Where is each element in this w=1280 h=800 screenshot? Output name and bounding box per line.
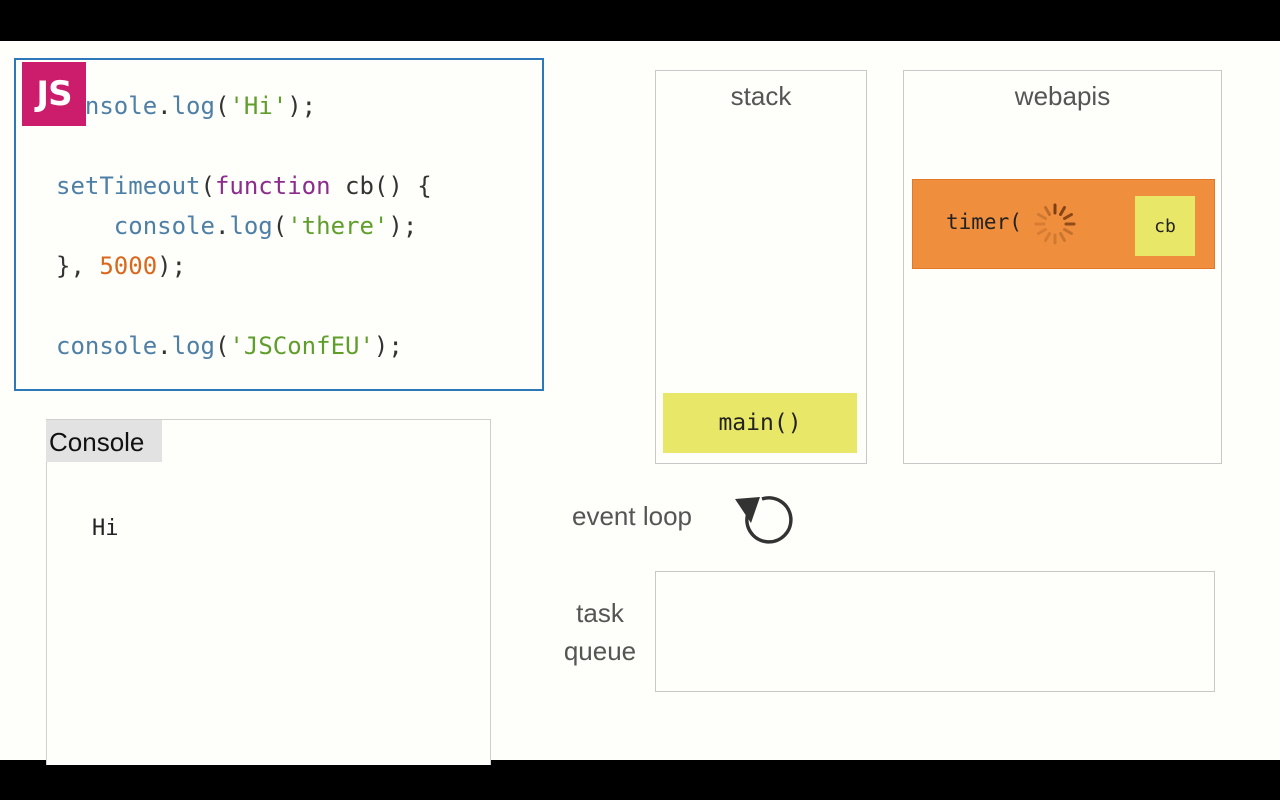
js-logo-icon: JS	[22, 62, 86, 126]
code-token: console	[56, 212, 215, 240]
code-token: (	[214, 92, 230, 120]
code-line: console.log('Hi');	[56, 91, 316, 121]
slide-canvas: JS console.log('Hi');setTimeout(function…	[0, 41, 1280, 765]
code-token: );	[388, 212, 418, 240]
stack-panel: stack main()	[655, 70, 867, 464]
code-token: (	[272, 212, 288, 240]
code-token: },	[56, 252, 100, 280]
code-line: console.log('JSConfEU');	[56, 331, 403, 361]
event-loop-label: event loop	[572, 501, 692, 531]
code-line: console.log('there');	[56, 211, 417, 241]
task-queue-label-line2: queue	[563, 636, 637, 666]
code-token: 'JSConfEU'	[229, 332, 374, 360]
code-panel: JS console.log('Hi');setTimeout(function…	[14, 58, 544, 391]
webapis-title: webapis	[1014, 81, 1111, 111]
code-token: );	[287, 92, 317, 120]
code-token: 'there'	[287, 212, 389, 240]
code-token: );	[157, 252, 187, 280]
code-token: .	[157, 92, 172, 120]
code-token: console	[56, 332, 158, 360]
code-token: log	[171, 332, 215, 360]
code-line: setTimeout(function cb() {	[56, 171, 432, 201]
stack-frame-main: main()	[663, 393, 857, 453]
code-token: log	[171, 92, 215, 120]
code-token: (	[200, 172, 215, 200]
code-token: function	[214, 172, 331, 200]
code-line: }, 5000);	[56, 251, 186, 281]
callback-box: cb	[1135, 196, 1195, 256]
task-queue-box	[655, 571, 1215, 692]
code-token: setTimeout	[56, 172, 201, 200]
code-token: .	[157, 332, 172, 360]
task-queue-label: task queue	[556, 594, 644, 670]
stack-title: stack	[730, 81, 792, 111]
code-token: );	[373, 332, 403, 360]
code-token: 5000	[99, 252, 158, 280]
code-token: 'Hi'	[229, 92, 288, 120]
timer-item: timer( cb	[912, 179, 1215, 269]
code-token: (	[214, 332, 230, 360]
console-panel: Console Hi	[46, 419, 491, 765]
code-token: log	[229, 212, 273, 240]
console-title: Console	[46, 420, 162, 462]
webapis-panel: webapis timer( cb	[903, 70, 1222, 464]
refresh-arrow-icon	[735, 496, 793, 544]
code-token: .	[214, 212, 230, 240]
timer-label: timer(	[946, 210, 1022, 234]
console-output-line: Hi	[92, 516, 119, 541]
loading-spinner-icon	[1034, 203, 1076, 245]
code-token: cb() {	[330, 172, 432, 200]
task-queue-label-line1: task	[576, 598, 624, 628]
